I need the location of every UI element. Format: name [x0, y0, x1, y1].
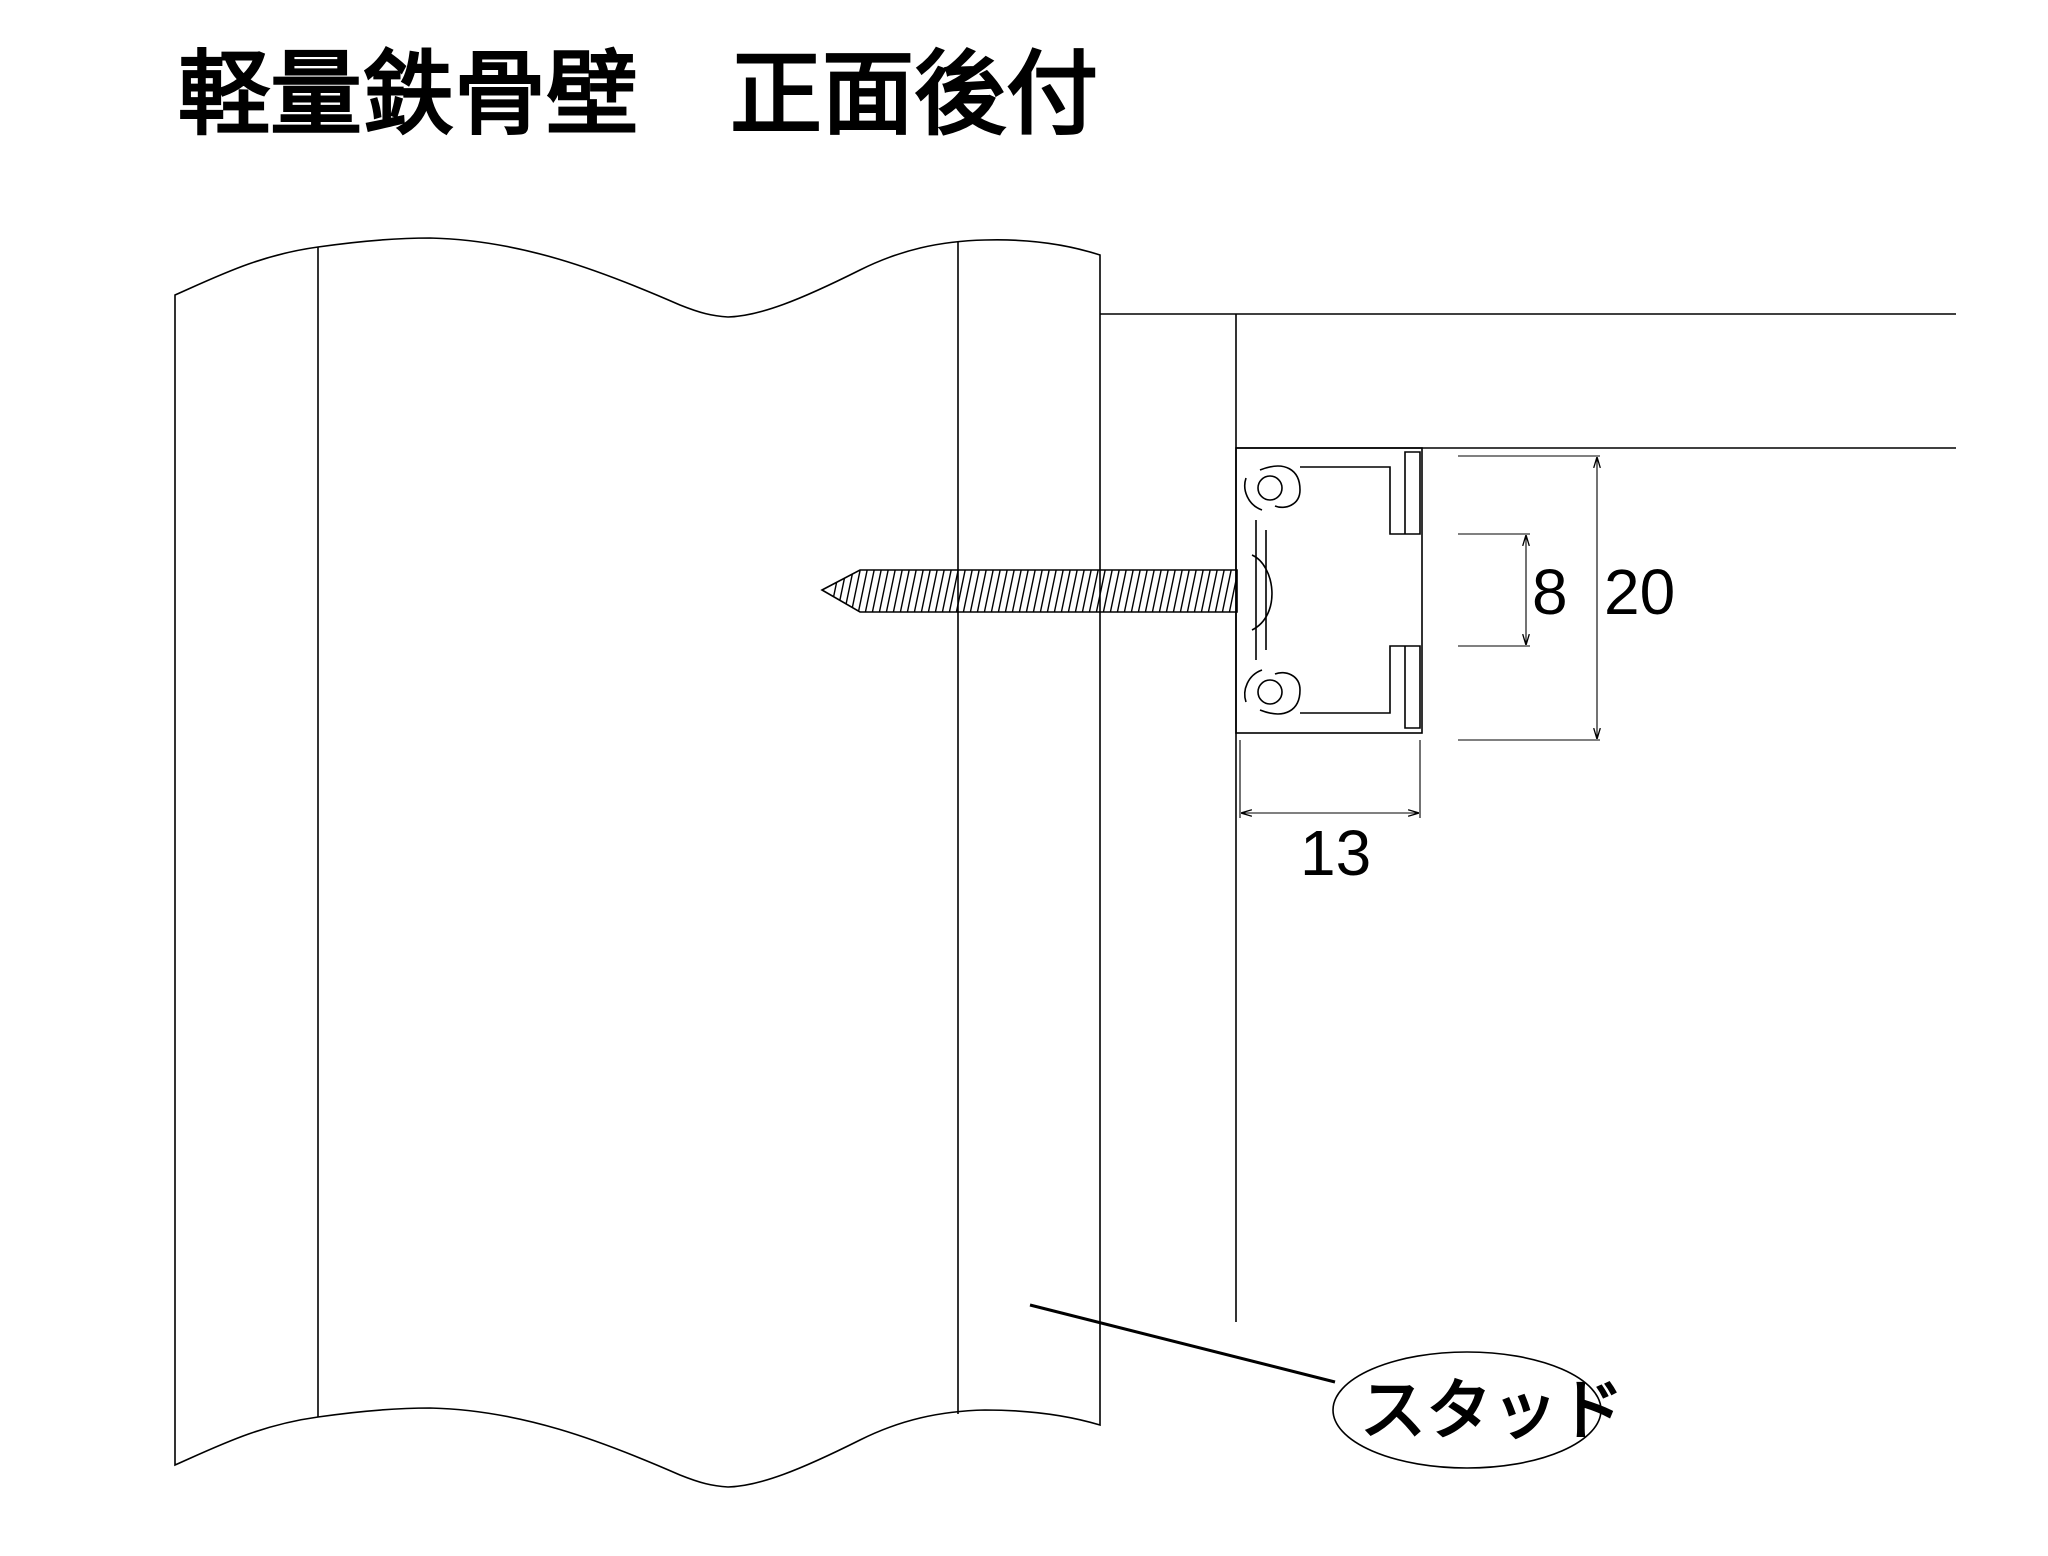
channel-profile [1235, 447, 1423, 734]
dimension-label-20: 20 [1604, 556, 1675, 628]
callout-label: スタッド [1360, 1371, 1624, 1449]
diagram-title: 軽量鉄骨壁 正面後付 [178, 40, 1098, 148]
screw [820, 554, 1273, 631]
stud-callout: スタッド [1029, 1303, 1624, 1469]
dimension-label-8: 8 [1532, 556, 1568, 628]
callout-ellipse [1332, 1351, 1602, 1469]
stud-frame [1100, 313, 1956, 1322]
wall-board [174, 237, 1101, 1488]
dimension-label-13: 13 [1300, 817, 1371, 889]
dimension-width: 13 [1239, 740, 1421, 889]
dimension-inner-height: 8 [1458, 533, 1568, 647]
dimension-outer-height: 20 [1458, 455, 1675, 741]
